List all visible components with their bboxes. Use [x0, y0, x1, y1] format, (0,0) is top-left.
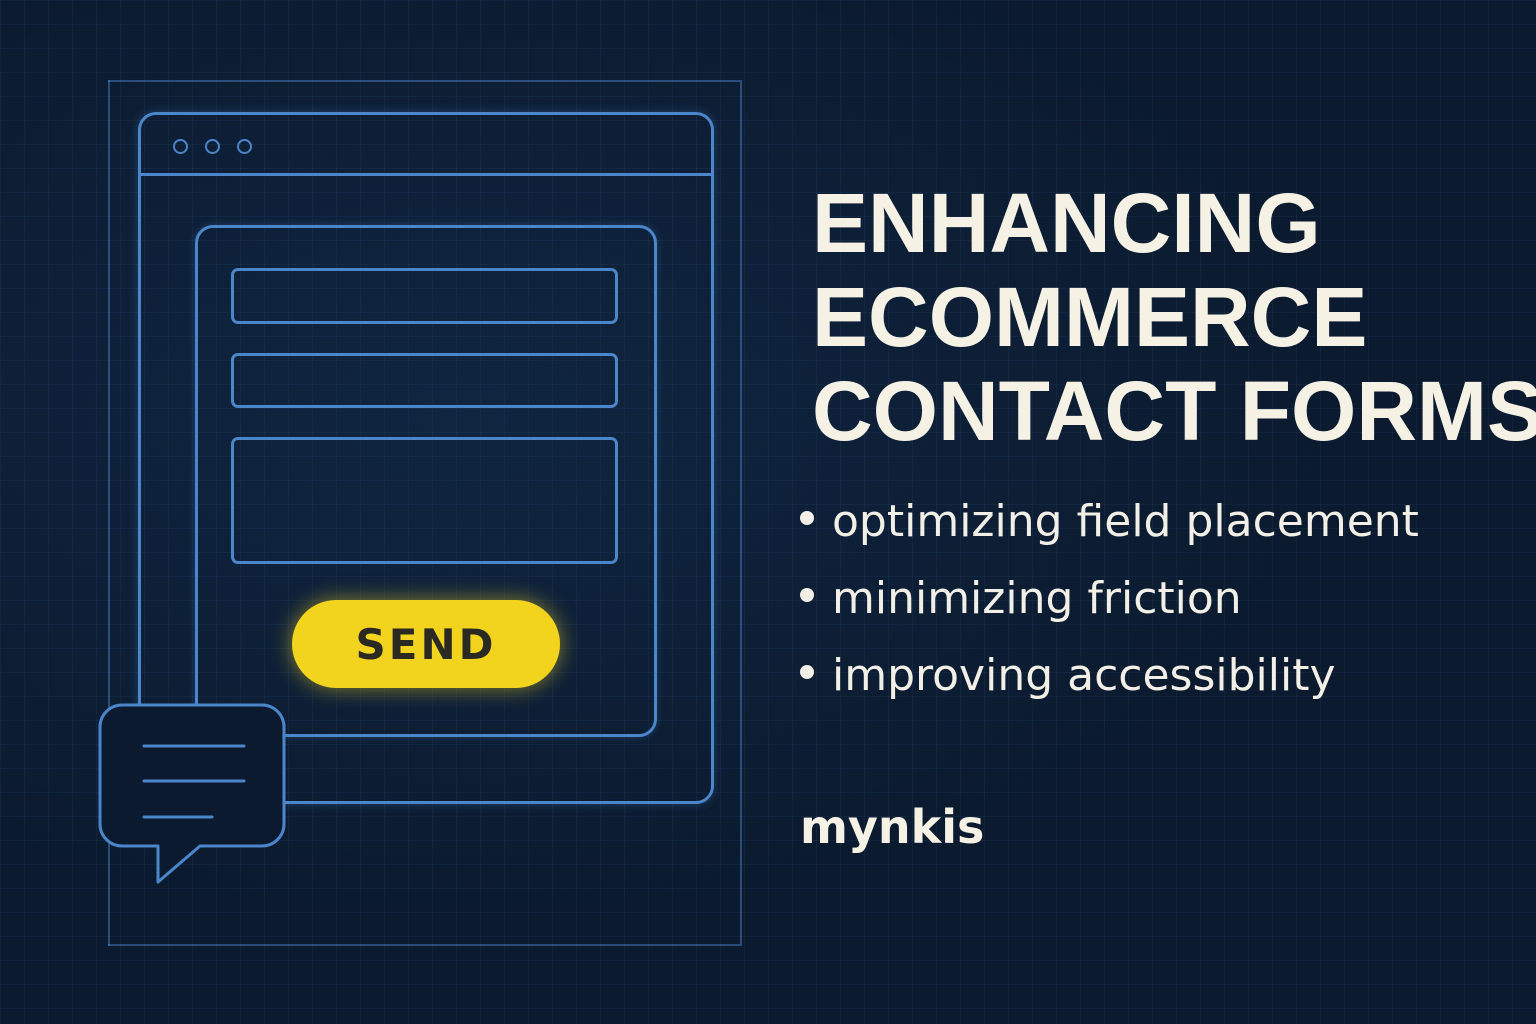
window-dot-icon	[237, 139, 252, 154]
headline-line: CONTACT FORMS	[812, 364, 1536, 458]
guide-line-right	[740, 80, 742, 946]
guide-line-left	[108, 80, 110, 946]
chat-bubble-icon	[98, 703, 286, 884]
window-dot-icon	[173, 139, 188, 154]
headline: ENHANCING ECOMMERCE CONTACT FORMS	[812, 176, 1536, 458]
form-field-2[interactable]	[231, 353, 618, 408]
bullet-dot-icon	[800, 665, 814, 679]
bullet-dot-icon	[800, 511, 814, 525]
guide-line-top	[108, 80, 740, 82]
bullet-item: optimizing field placement	[800, 492, 1419, 569]
bullet-list: optimizing field placement minimizing fr…	[800, 492, 1419, 723]
bullet-dot-icon	[800, 588, 814, 602]
browser-window-illustration	[138, 112, 714, 804]
guide-line-bottom	[108, 944, 740, 946]
send-button[interactable]: SEND	[292, 600, 560, 688]
form-message-field[interactable]	[231, 437, 618, 564]
window-header-divider	[141, 173, 711, 176]
bullet-text: minimizing friction	[832, 573, 1242, 624]
window-dot-icon	[205, 139, 220, 154]
contact-form-card	[195, 225, 657, 737]
bullet-item: minimizing friction	[800, 569, 1419, 646]
bullet-text: optimizing field placement	[832, 496, 1419, 547]
bullet-item: improving accessibility	[800, 646, 1419, 723]
brand-name: mynkis	[800, 800, 985, 854]
form-field-1[interactable]	[231, 268, 618, 324]
headline-line: ECOMMERCE	[812, 270, 1368, 364]
headline-line: ENHANCING	[812, 176, 1321, 270]
bullet-text: improving accessibility	[832, 650, 1336, 701]
